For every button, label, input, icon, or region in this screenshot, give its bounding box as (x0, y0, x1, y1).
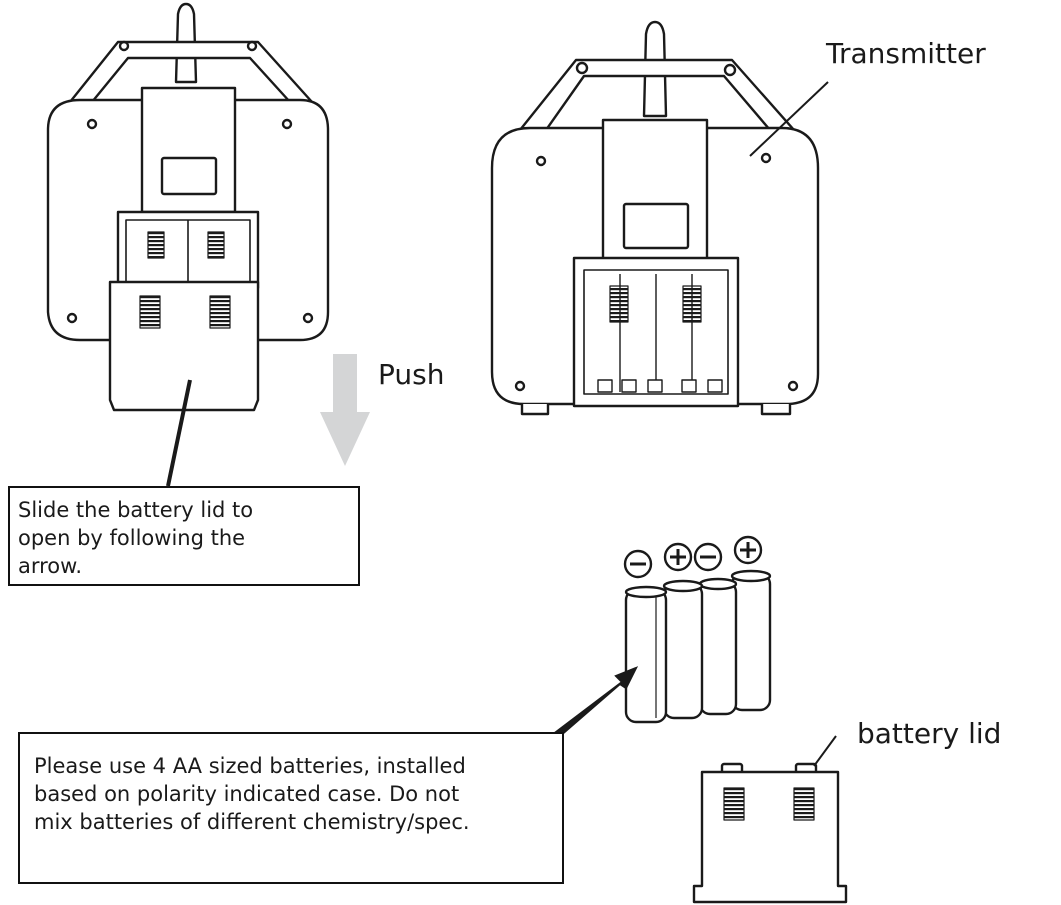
slide-instruction-callout: Slide the battery lid to open by followi… (8, 486, 360, 586)
transmitter-label: Transmitter (826, 37, 986, 70)
battery-lid-label: battery lid (857, 717, 1002, 750)
transmitter-rear-illustration (490, 20, 820, 416)
transmitter-lid-open-illustration (46, 2, 330, 412)
push-arrow (320, 354, 370, 466)
battery-lid-illustration (692, 762, 848, 904)
push-label: Push (378, 358, 445, 391)
slide-callout-pointer (166, 379, 192, 487)
slide-instruction-text: Slide the battery lid to open by followi… (18, 498, 254, 578)
battery-instruction-text: Please use 4 AA sized batteries, install… (34, 754, 470, 834)
transmitter-pointer (749, 81, 829, 157)
polarity-symbols (623, 535, 763, 579)
battery-instruction-callout: Please use 4 AA sized batteries, install… (18, 732, 564, 884)
battery-lid-pointer (813, 735, 837, 767)
battery-pointer-arrow (554, 666, 639, 738)
aa-batteries-illustration (624, 569, 772, 724)
